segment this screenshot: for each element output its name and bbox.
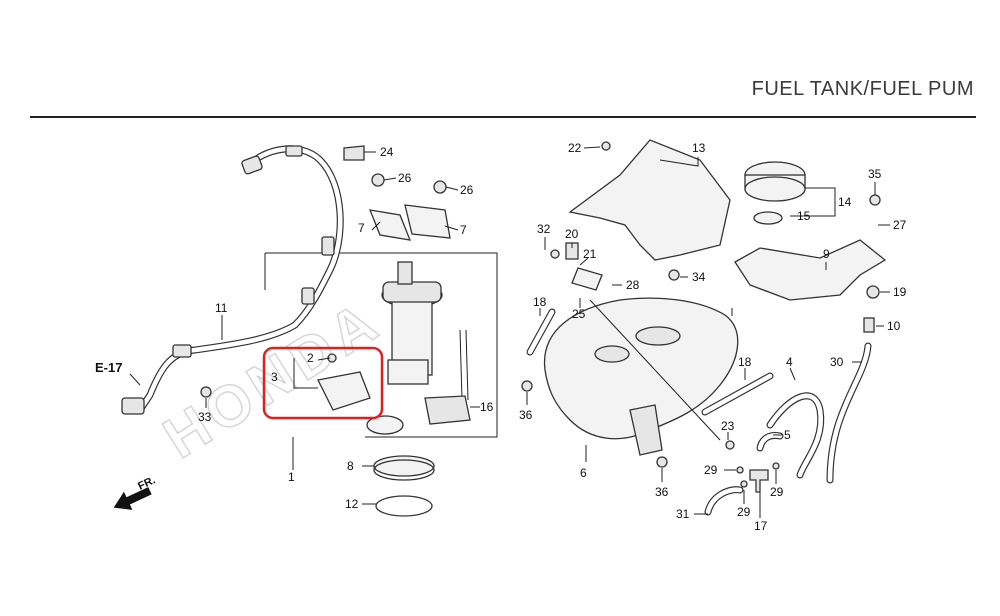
callout-6: 6 <box>580 466 587 480</box>
callout-25: 25 <box>572 307 586 321</box>
clip-23 <box>725 440 735 450</box>
callout-7b: 7 <box>460 223 467 237</box>
fuel-filter <box>317 353 371 411</box>
callout-29a: 29 <box>704 463 718 477</box>
callout-10: 10 <box>887 319 901 333</box>
clip-29a <box>736 466 744 474</box>
seal-12 <box>375 495 433 517</box>
bolt-35 <box>869 194 881 206</box>
callout-13: 13 <box>692 141 706 155</box>
callout-36b: 36 <box>655 485 669 499</box>
t-joint-17 <box>749 469 769 493</box>
front-label: FR. <box>136 474 157 492</box>
callout-3: 3 <box>271 370 278 384</box>
ref-e17: E-17 <box>95 360 122 375</box>
title-divider <box>30 116 976 118</box>
callout-21: 21 <box>583 247 597 261</box>
callout-32: 32 <box>537 222 551 236</box>
clamp-24 <box>343 145 365 161</box>
callout-18a: 18 <box>533 295 547 309</box>
callout-20: 20 <box>565 227 579 241</box>
callout-labels: 24 26 26 7 7 11 2 3 33 16 1 8 12 22 13 3… <box>198 141 907 533</box>
callout-2: 2 <box>307 351 314 365</box>
callout-35: 35 <box>868 167 882 181</box>
tank-cover <box>568 139 731 261</box>
fuel-tank <box>543 297 739 456</box>
bolt-36-left <box>521 380 533 392</box>
clip-29b <box>740 480 748 488</box>
bolt-32 <box>550 249 560 259</box>
highlight-box <box>262 346 384 420</box>
screw-22 <box>601 141 611 151</box>
leader-lines <box>205 146 890 518</box>
ring-8 <box>373 455 435 477</box>
callout-27: 27 <box>893 218 907 232</box>
fitting-10 <box>863 317 875 333</box>
callout-5: 5 <box>784 428 791 442</box>
callout-19: 19 <box>893 285 907 299</box>
callout-9: 9 <box>823 247 830 261</box>
callout-28: 28 <box>626 278 640 292</box>
callout-14: 14 <box>838 195 852 209</box>
bracket-21 <box>571 267 603 291</box>
bracket-9 <box>734 239 887 301</box>
callout-18b: 18 <box>738 355 752 369</box>
pump-assembly-frame <box>264 252 498 470</box>
clip-29c <box>772 462 780 470</box>
page-title: FUEL TANK/FUEL PUM <box>751 78 974 100</box>
nut-26-right <box>433 180 447 194</box>
callout-17: 17 <box>754 519 768 533</box>
callout-29b: 29 <box>770 485 784 499</box>
callout-34: 34 <box>692 270 706 284</box>
callout-16: 16 <box>480 400 494 414</box>
nut-19 <box>866 285 880 299</box>
bracket-7-right <box>404 204 451 239</box>
callout-7a: 7 <box>358 221 365 235</box>
callout-24: 24 <box>380 145 394 159</box>
bracket-7-left <box>368 209 412 241</box>
callout-15: 15 <box>797 209 811 223</box>
callout-33: 33 <box>198 410 212 424</box>
nut-26-left <box>371 173 385 187</box>
callout-12: 12 <box>345 497 359 511</box>
callout-26a: 26 <box>398 171 412 185</box>
callout-29c: 29 <box>737 505 751 519</box>
fuel-line-hose <box>121 145 344 415</box>
callout-1: 1 <box>288 470 295 484</box>
front-arrow-icon <box>113 487 152 510</box>
callout-11: 11 <box>215 301 228 315</box>
callout-22: 22 <box>568 141 582 155</box>
bolt-34 <box>668 269 680 281</box>
cap-seal-15 <box>753 211 783 225</box>
fuel-pump <box>366 261 471 435</box>
callout-26b: 26 <box>460 183 474 197</box>
bolt-33 <box>200 386 212 398</box>
callout-36a: 36 <box>519 408 533 422</box>
callout-23: 23 <box>721 419 735 433</box>
callout-4: 4 <box>786 355 793 369</box>
callout-31: 31 <box>676 507 690 521</box>
bolt-36-bottom <box>656 456 668 468</box>
callout-30: 30 <box>830 355 844 369</box>
callout-8: 8 <box>347 459 354 473</box>
